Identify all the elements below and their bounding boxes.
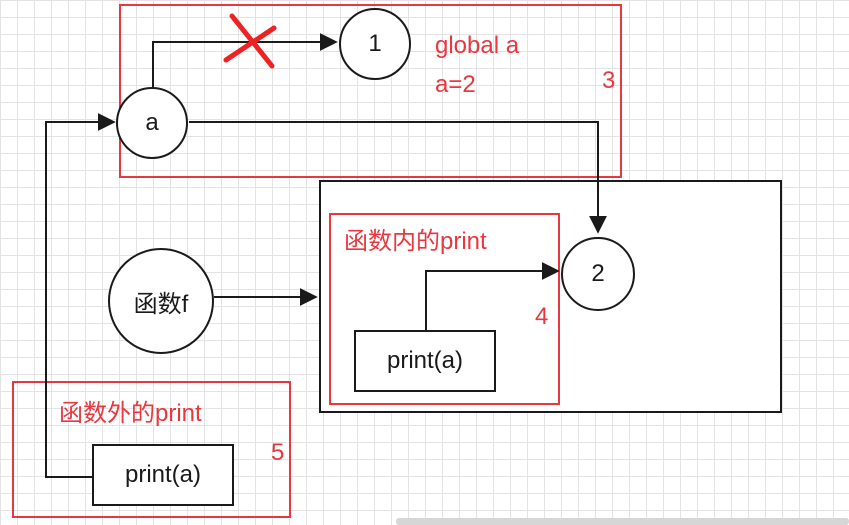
arrow-outer-print-to-a: [45, 113, 116, 478]
global-a-label: global a: [435, 32, 520, 59]
outer-print-code: print(a): [92, 444, 234, 506]
outer-print-title: 函数外的print: [59, 400, 202, 427]
node-a: a: [116, 87, 188, 159]
arrow-a-to-1: [152, 33, 338, 88]
node-function-f: 函数f: [108, 248, 214, 354]
inner-print-code: print(a): [354, 330, 496, 392]
step-5-label: 5: [271, 439, 285, 466]
arrow-a-to-2: [189, 121, 607, 234]
node-1: 1: [339, 8, 411, 80]
arrow-inner-print-to-2: [425, 262, 560, 330]
inner-print-box: [329, 213, 560, 405]
outer-print-box: [12, 381, 291, 518]
horizontal-scrollbar[interactable]: [396, 518, 849, 525]
inner-print-title: 函数内的print: [344, 228, 487, 255]
step-3-label: 3: [602, 67, 616, 94]
step-4-label: 4: [535, 303, 549, 330]
assign-a-label: a=2: [435, 71, 476, 98]
cross-mark-icon: [223, 13, 277, 69]
node-2: 2: [561, 237, 635, 311]
global-scope-box: [119, 4, 622, 178]
